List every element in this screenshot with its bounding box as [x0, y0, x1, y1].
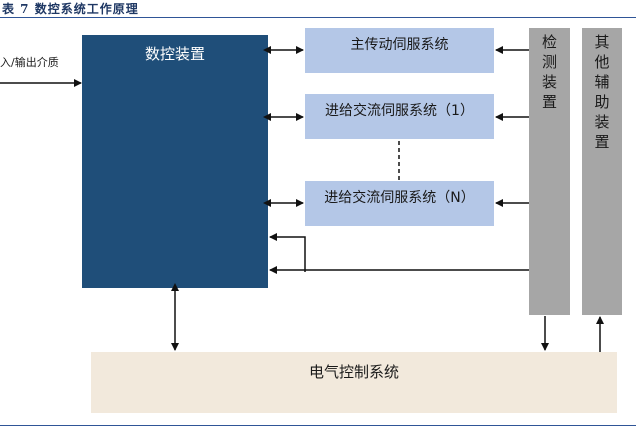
detection-char: 置: [541, 93, 557, 111]
cnc-device-box: 数控装置: [82, 35, 268, 288]
caption-rule: [0, 17, 636, 18]
feed-servo-1-box: 进给交流伺服系统（1）: [305, 94, 494, 139]
io-medium-label: 入/输出介质: [0, 56, 59, 69]
detection-char: 测: [541, 53, 557, 71]
auxiliary-char: 辅: [594, 73, 610, 91]
electrical-control-box: 电气控制系统: [91, 352, 617, 413]
figure-caption: 表 7 数控系统工作原理: [2, 2, 139, 16]
cnc-device-label: 数控装置: [144, 45, 205, 63]
auxiliary-char: 助: [594, 93, 610, 111]
auxiliary-char: 装: [594, 113, 610, 131]
servo-feedback-arrow: [269, 233, 306, 272]
detection-char: 检: [541, 33, 557, 51]
detection-device-box: 检 测 装 置: [529, 28, 570, 315]
auxiliary-char: 置: [594, 133, 610, 151]
auxiliary-char: 其: [594, 33, 610, 51]
feed-servo-n-box: 进给交流伺服系统（N）: [305, 181, 494, 226]
detection-char: 装: [541, 73, 557, 91]
spindle-servo-box: 主传动伺服系统: [305, 28, 494, 73]
auxiliary-char: 他: [594, 53, 610, 71]
auxiliary-device-box: 其 他 辅 助 装 置: [582, 28, 622, 315]
bottom-rule: [0, 425, 636, 426]
